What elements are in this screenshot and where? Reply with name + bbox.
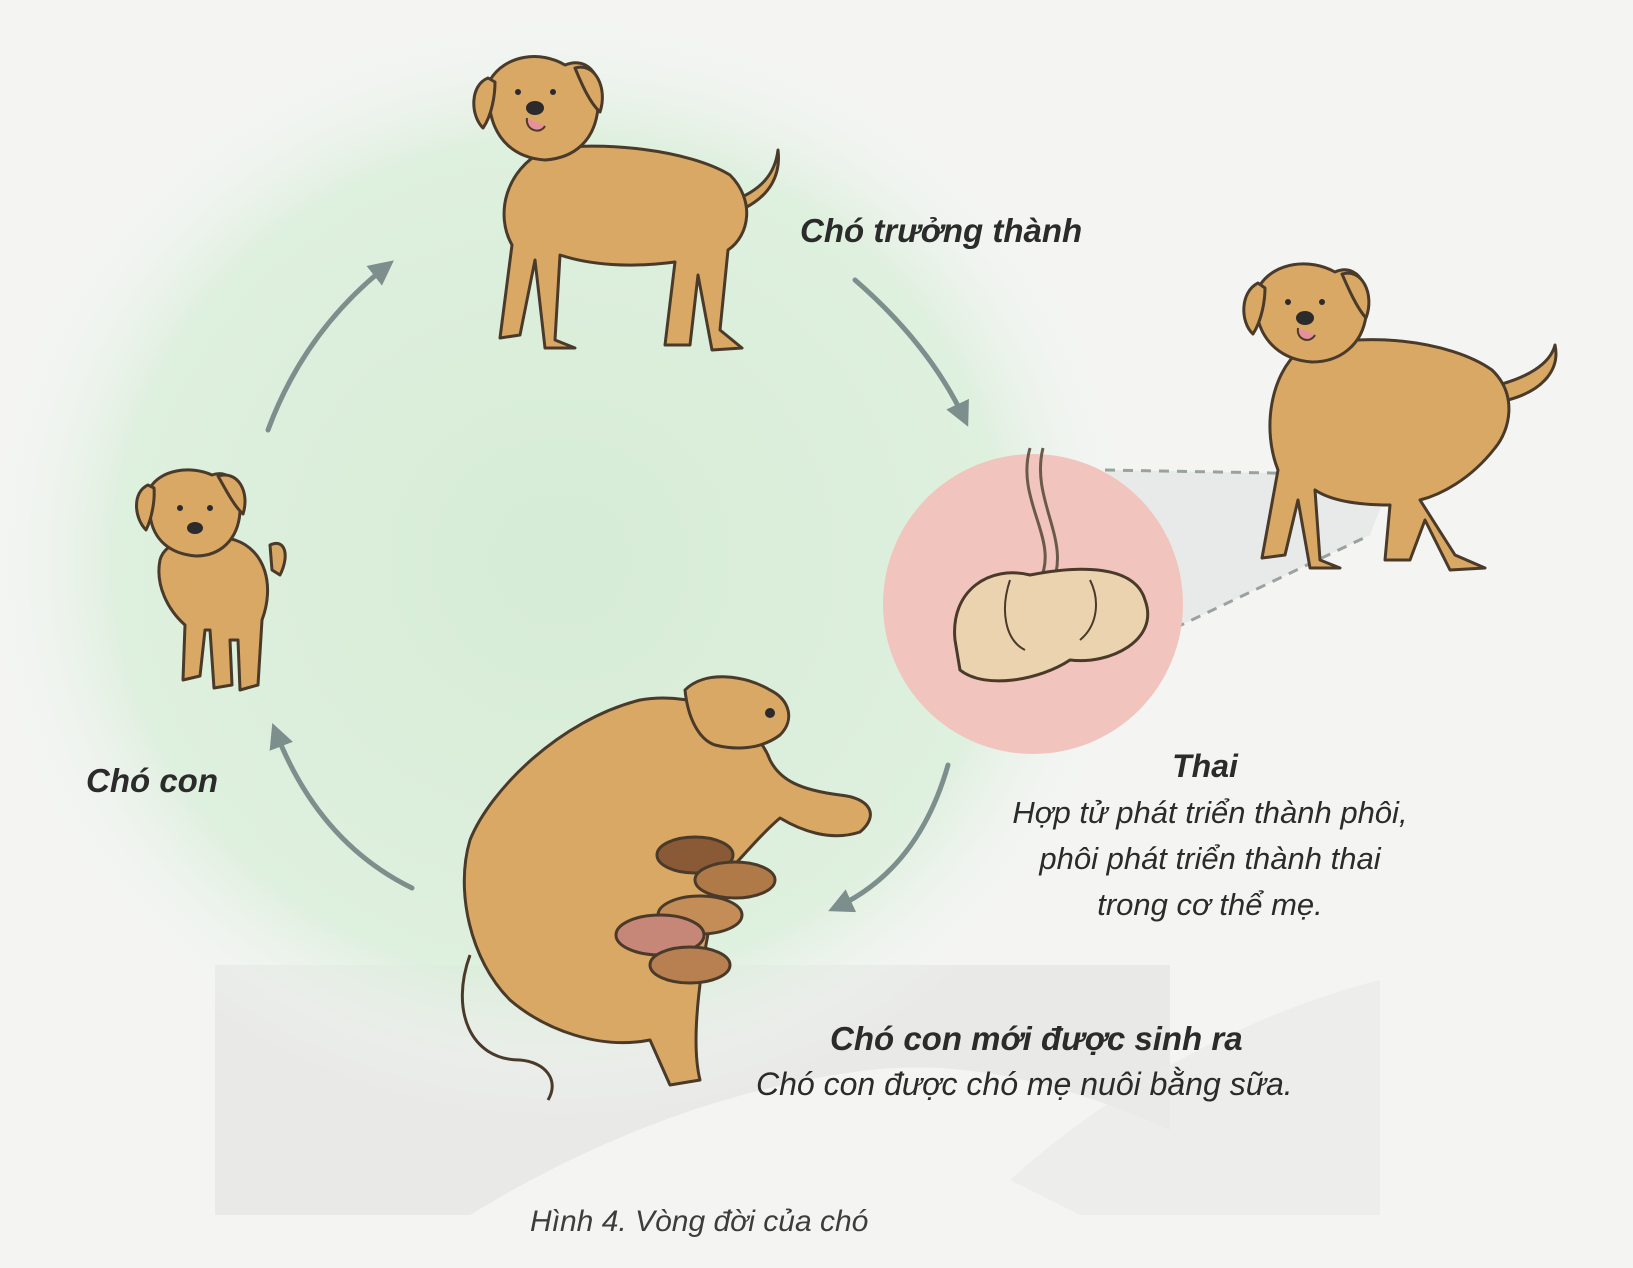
adult-dog-label: Chó trưởng thành <box>800 212 1082 250</box>
fetus-description-line: phôi phát triển thành thai <box>960 836 1460 882</box>
figure-caption: Hình 4. Vòng đời của chó <box>530 1205 868 1239</box>
fetus-title: Thai <box>1080 748 1330 785</box>
fetus-description-line: trong cơ thể mẹ. <box>960 882 1460 928</box>
newborn-title: Chó con mới được sinh ra <box>830 1020 1243 1058</box>
fetus-description: Hợp tử phát triển thành phôi, phôi phát … <box>960 790 1460 928</box>
puppy-label: Chó con <box>86 762 218 800</box>
newborn-description: Chó con được chó mẹ nuôi bằng sữa. <box>756 1066 1293 1103</box>
fetus-description-line: Hợp tử phát triển thành phôi, <box>960 790 1460 836</box>
pregnant-dog-icon <box>1244 264 1556 570</box>
